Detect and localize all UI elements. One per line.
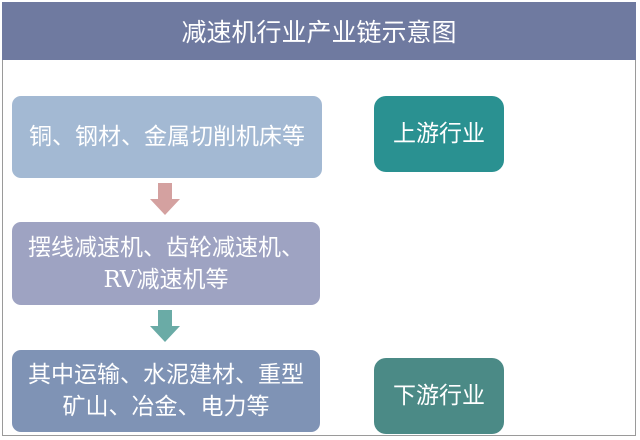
diagram-title: 减速机行业产业链示意图: [2, 2, 636, 60]
downstream-applications-line-1: 其中运输、水泥建材、重型: [28, 362, 304, 388]
downstream-label: 下游行业: [393, 383, 485, 409]
down-arrow-icon: [150, 183, 180, 215]
reducer-products-line-2: RV减速机等: [103, 266, 229, 293]
upstream-materials-box: 铜、钢材、金属切削机床等: [12, 96, 322, 178]
upstream-label-box: 上游行业: [374, 96, 504, 172]
upstream-materials-text: 铜、钢材、金属切削机床等: [29, 124, 305, 150]
down-arrow-icon: [150, 310, 180, 342]
downstream-applications-box: 其中运输、水泥建材、重型矿山、冶金、电力等: [12, 350, 320, 432]
reducer-products-line-1: 摆线减速机、齿轮减速机、: [28, 234, 304, 261]
downstream-applications-line-2: 矿山、冶金、电力等: [62, 394, 270, 420]
reducer-products-box: 摆线减速机、齿轮减速机、 RV减速机等: [12, 222, 320, 305]
upstream-label: 上游行业: [393, 121, 485, 147]
downstream-label-box: 下游行业: [374, 358, 504, 434]
